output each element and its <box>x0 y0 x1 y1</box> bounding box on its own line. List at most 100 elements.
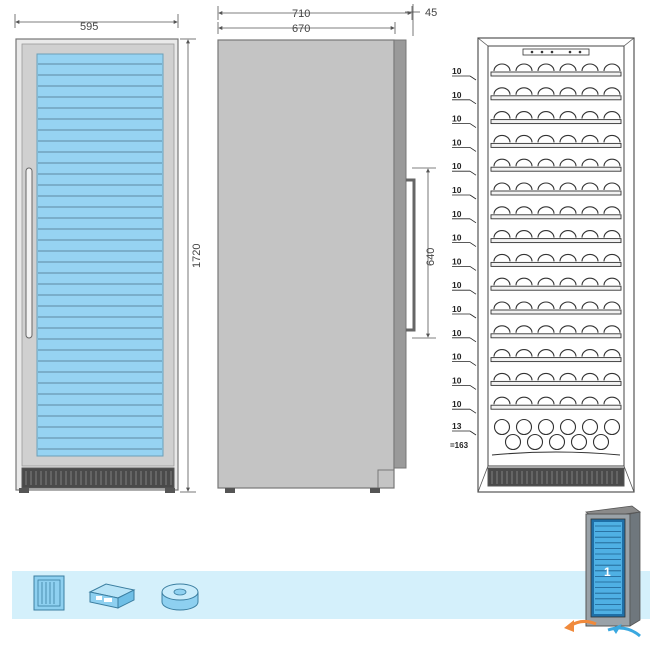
bottle-end <box>559 253 577 262</box>
bottle-end <box>603 301 621 310</box>
shelf-row <box>490 158 622 172</box>
bottom-bottle <box>570 433 588 451</box>
bottle-end <box>559 372 577 381</box>
bottle-end <box>493 111 511 119</box>
shelf-row <box>490 277 622 291</box>
door-edge <box>393 39 407 469</box>
bottle-end <box>515 277 533 286</box>
depth-body-label: 670 <box>292 23 310 35</box>
shelf-row <box>490 396 622 410</box>
control-button <box>530 50 534 54</box>
bottle-end <box>559 63 577 72</box>
control-button <box>540 50 544 54</box>
shelf-rail <box>490 166 622 172</box>
shelf-count: 10 <box>452 352 462 362</box>
bottle-end <box>493 325 511 333</box>
shelf-rail <box>490 71 622 77</box>
shelf-count: 10 <box>452 114 462 124</box>
depth-total-label: 710 <box>292 8 310 20</box>
shelf-count: 10 <box>452 137 462 147</box>
vent-grille-icon <box>33 575 65 611</box>
shelf-rail <box>490 142 622 148</box>
bottle-end <box>559 325 577 333</box>
bottle-end <box>515 182 533 191</box>
shelf-rail <box>490 380 622 386</box>
door-label: 45 <box>425 7 437 19</box>
total-count: =163 <box>450 441 469 450</box>
side-foot-right <box>370 488 380 493</box>
bottle-end <box>493 134 511 143</box>
height-label: 1720 <box>191 244 203 268</box>
bottle-end <box>603 111 621 119</box>
shelf-rail <box>490 309 622 315</box>
width-dimension: 595 <box>14 14 179 33</box>
shelf-count: 10 <box>452 161 462 171</box>
handle-dimension: 640 <box>412 167 437 339</box>
bottle-end <box>559 87 577 95</box>
interior-grille <box>487 467 625 487</box>
bottle-end <box>537 325 555 333</box>
bottle-end <box>603 253 621 262</box>
bottle-end <box>581 349 599 357</box>
bottle-end <box>559 396 577 405</box>
shelf-row <box>490 325 622 339</box>
control-button <box>550 50 554 54</box>
shelf-count: 10 <box>452 209 462 219</box>
handle-label: 640 <box>425 248 437 266</box>
bottle-end <box>493 349 511 357</box>
bottle-end <box>559 134 577 143</box>
bottle-end <box>515 158 533 167</box>
shelf-rail <box>490 119 622 125</box>
bottle-end <box>537 182 555 191</box>
bottom-count: 13 <box>452 421 462 431</box>
depth-body-dimension: 670 <box>217 22 396 35</box>
bottle-end <box>537 63 555 72</box>
bottle-end <box>493 396 511 405</box>
bottle-end <box>537 301 555 310</box>
control-buttons <box>530 50 582 54</box>
bottle-end <box>559 111 577 119</box>
shelf-rail <box>490 333 622 339</box>
mini-shelf-lines <box>595 525 621 611</box>
shelf-rail <box>490 190 622 196</box>
shelf-rail <box>490 404 622 410</box>
bottle-end <box>603 277 621 286</box>
shelf-rail <box>490 238 622 244</box>
bottle-end <box>581 87 599 95</box>
bottle-end <box>581 111 599 119</box>
bottle-end <box>603 349 621 357</box>
shelf-row <box>490 87 622 101</box>
height-dimension: 1720 <box>180 38 203 493</box>
bottle-end <box>559 277 577 286</box>
bottle-end <box>603 182 621 191</box>
bottom-bottle <box>592 433 610 451</box>
bottle-end <box>559 158 577 167</box>
compressor-icon <box>88 583 136 609</box>
bottle-end <box>493 230 511 238</box>
bottle-end <box>493 206 511 214</box>
airflow-thumbnail: 1 <box>564 505 642 638</box>
bottom-bottles <box>491 418 621 456</box>
shelf-rail <box>490 285 622 291</box>
shelf-count: 10 <box>452 399 462 409</box>
bottle-end <box>537 87 555 95</box>
bottom-bottle <box>526 433 544 451</box>
bottom-bottle <box>581 418 599 436</box>
bottle-end <box>493 63 511 72</box>
width-label: 595 <box>80 21 98 33</box>
bottom-bottle <box>537 418 555 436</box>
shelf-count: 10 <box>452 66 462 76</box>
shelf-row <box>490 206 622 220</box>
shelf-lines <box>38 63 162 450</box>
bottle-end <box>603 206 621 214</box>
bottle-end <box>581 325 599 333</box>
mini-door-number: 1 <box>604 565 611 579</box>
front-view: 595 1720 <box>14 14 203 493</box>
bottle-end <box>581 158 599 167</box>
bottle-end <box>603 372 621 381</box>
bottle-end <box>537 349 555 357</box>
side-view: 710 670 45 640 <box>217 4 437 493</box>
shelf-count: 10 <box>452 256 462 266</box>
